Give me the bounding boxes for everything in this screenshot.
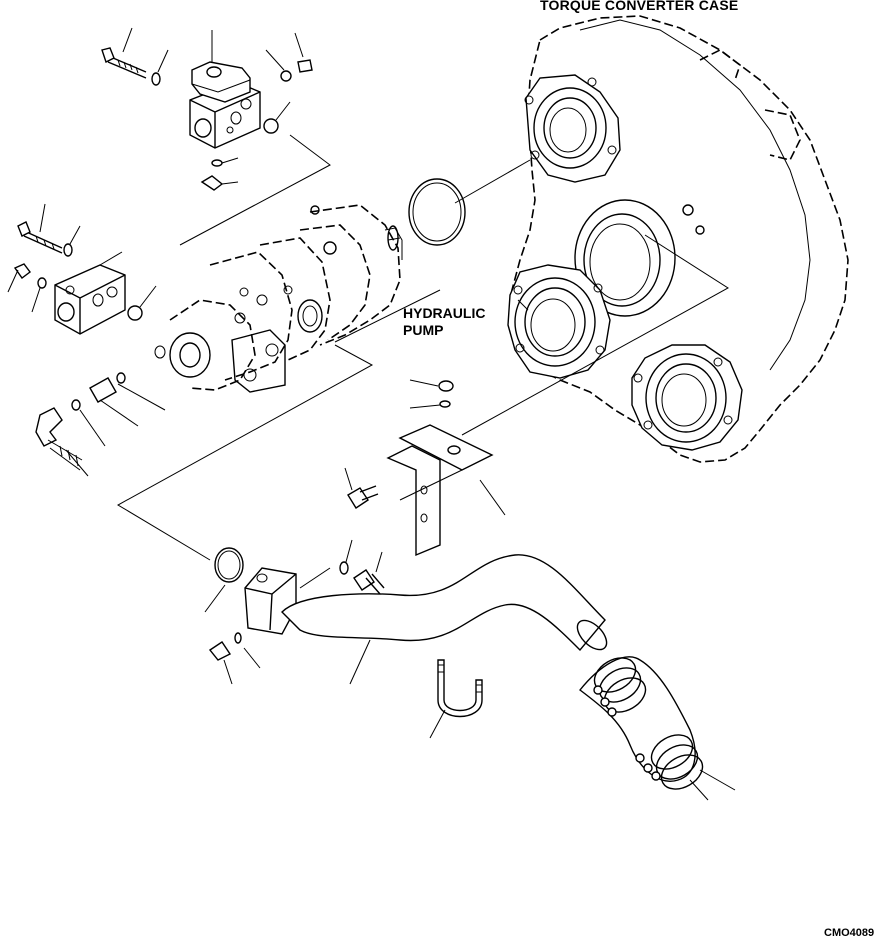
hydraulic-pump-label-line1: HYDRAULIC (403, 305, 486, 321)
suction-tube (204, 539, 608, 685)
assembly-guide-lines (116, 134, 729, 561)
torque-converter-case-label: TORQUE CONVERTER CASE (540, 0, 739, 13)
torque-converter-case (507, 15, 849, 463)
hydraulic-pump (154, 204, 403, 393)
hose-with-clamps (579, 656, 736, 801)
hydraulic-pump-label-line2: PUMP (403, 322, 444, 338)
upper-valve-group (101, 27, 313, 191)
lower-valve-group (7, 203, 157, 335)
drawing-id-label: CMO4089 (824, 927, 875, 939)
pump-leader (517, 299, 529, 311)
o-ring-large (408, 178, 466, 246)
mounting-bracket (344, 379, 506, 557)
pump-fittings (35, 372, 166, 477)
u-bolt (429, 659, 483, 739)
